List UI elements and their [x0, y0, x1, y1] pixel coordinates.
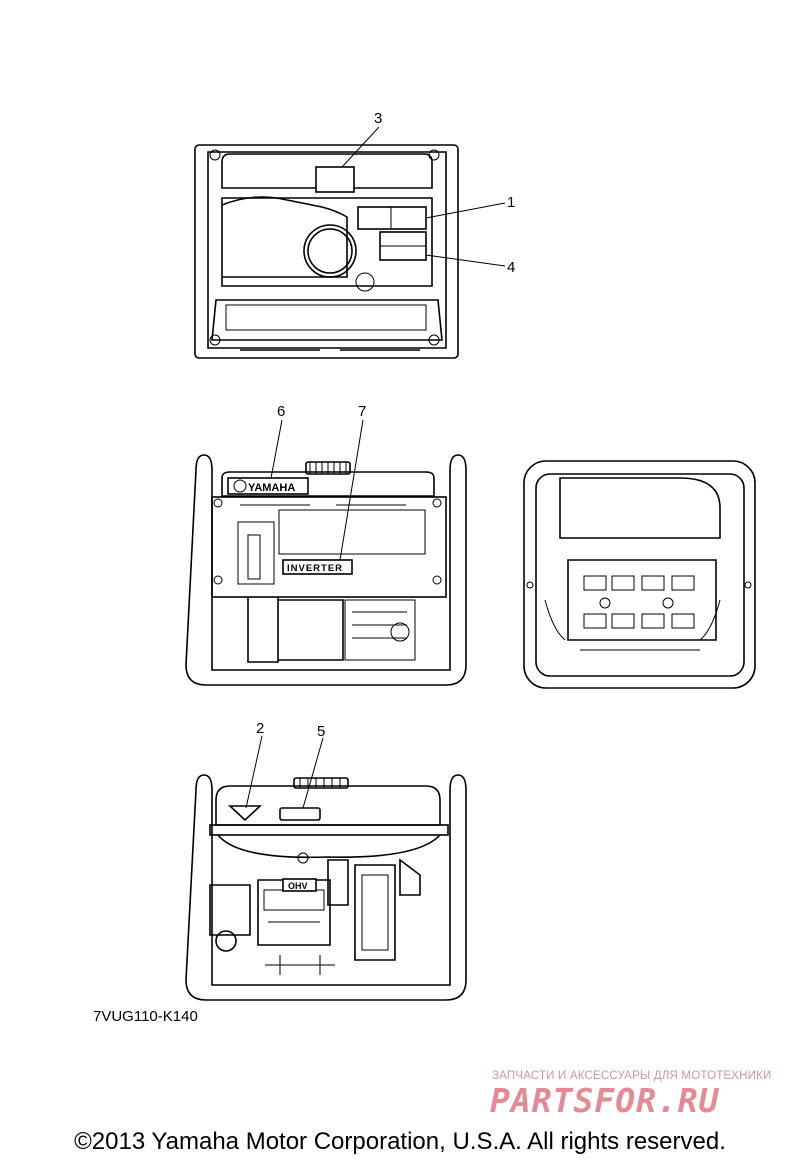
- callout-4: 4: [507, 259, 515, 276]
- generator-control-side-view: YAMAHA INVERTER 6 7: [185, 403, 467, 686]
- label-3-decal: [315, 166, 355, 193]
- label-1-decal: [357, 206, 427, 230]
- ohv-label-text: OHV: [288, 881, 308, 891]
- callout-6: 6: [277, 403, 285, 420]
- watermark-logo: PARTSFOR.RU: [490, 1081, 720, 1120]
- copyright-notice: ©2013 Yamaha Motor Corporation, U.S.A. A…: [74, 1128, 726, 1155]
- label-5-decal: [279, 807, 321, 821]
- callout-7: 7: [358, 403, 366, 420]
- generator-outlet-side-view: [523, 460, 756, 689]
- callout-1: 1: [507, 194, 515, 211]
- callout-5: 5: [317, 723, 325, 740]
- watermark-tagline: ЗАПЧАСТИ И АКСЕССУАРЫ ДЛЯ МОТОТЕХНИКИ: [492, 1070, 772, 1082]
- callout-3: 3: [374, 110, 382, 127]
- ohv-decal: [282, 878, 317, 892]
- callout-2: 2: [256, 720, 264, 737]
- inverter-label-text: INVERTER: [287, 563, 343, 574]
- label-6-decal: [227, 477, 309, 495]
- generator-engine-side-view: OHV 2 5: [185, 720, 467, 1001]
- yamaha-brand-text: YAMAHA: [248, 482, 295, 494]
- label-7-decal: [282, 559, 353, 575]
- generator-front-view: 3 1 4: [194, 110, 515, 359]
- diagram-code: 7VUG110-K140: [93, 1008, 198, 1025]
- label-2-decal: [227, 805, 263, 822]
